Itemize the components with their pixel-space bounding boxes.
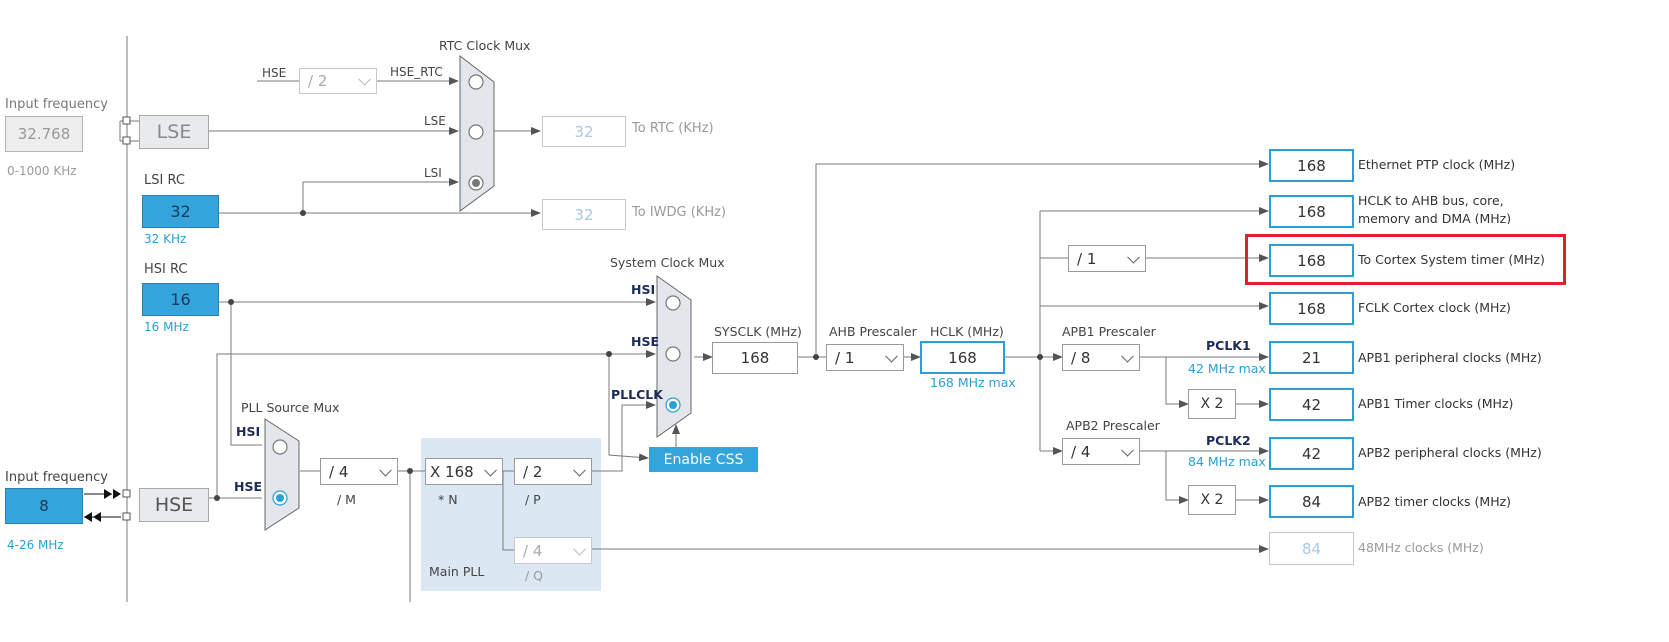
ahb-prescaler-label: AHB Prescaler [829,324,917,339]
pll-source-hse-label: HSE [234,479,263,494]
system-clock-mux-title: System Clock Mux [610,255,725,270]
rtc-clock-mux-title: RTC Clock Mux [439,38,531,53]
hse-rtc-label: HSE_RTC [390,65,443,79]
hclk-max-label: 168 MHz max [930,375,1016,390]
pclk1-label: PCLK1 [1206,338,1251,353]
iwdg-output-label: To IWDG (KHz) [632,205,726,220]
apb1-peripheral-clocks-value[interactable]: 21 [1269,341,1354,374]
main-pll-title: Main PLL [429,564,485,579]
sysclk-label: SYSCLK (MHz) [714,324,802,339]
lsi-rc-frequency: 32 KHz [144,232,187,246]
iwdg-output-value: 32 [542,199,626,230]
clk48-label: 48MHz clocks (MHz) [1358,540,1484,555]
rtc-output-value: 32 [542,116,626,147]
pll-source-hsi-label: HSI [236,424,261,439]
sysclk-pllclk-input-label: PLLCLK [611,387,663,402]
clk48-value: 84 [1269,532,1354,565]
pll-n-multiplier-select[interactable]: X 168 [425,458,503,485]
pll-source-mux [264,418,300,531]
apb1-peripheral-clocks-label: APB1 peripheral clocks (MHz) [1358,350,1542,365]
hse-block: HSE [139,488,209,522]
apb2-peripheral-clocks-value[interactable]: 42 [1269,437,1354,470]
sysclk-hse-input-label: HSE [631,334,660,349]
ethernet-ptp-clock-value[interactable]: 168 [1269,149,1354,182]
hclk-ahb-bus-label: HCLK to AHB bus, core, [1358,193,1504,208]
chevron-down-icon [379,463,392,477]
rtc-hse-input-label: HSE [262,66,287,80]
apb2-timer-multiplier: X 2 [1188,485,1236,515]
ethernet-ptp-clock-label: Ethernet PTP clock (MHz) [1358,157,1516,172]
chevron-down-icon [573,463,586,477]
apb1-prescaler-label: APB1 Prescaler [1062,324,1156,339]
hclk-ahb-bus-value[interactable]: 168 [1269,195,1354,228]
hsi-rc-value: 16 [142,283,219,316]
lsi-rc-value: 32 [142,195,219,228]
apb2-peripheral-clocks-label: APB2 peripheral clocks (MHz) [1358,445,1542,460]
apb1-timer-clocks-label: APB1 Timer clocks (MHz) [1358,396,1514,411]
hclk-ahb-bus-label-wrap: HCLK to AHB bus, core, memory and DMA (M… [1358,193,1518,224]
pclk2-label: PCLK2 [1206,433,1251,448]
sysclk-value: 168 [712,342,798,374]
pll-q-label: / Q [525,568,544,583]
apb2-timer-clocks-label: APB2 timer clocks (MHz) [1358,494,1512,509]
sysclk-hsi-input-label: HSI [631,282,656,297]
hsi-rc-title: HSI RC [144,262,188,277]
hclk-value-field[interactable]: 168 [920,341,1005,374]
apb1-max-label: 42 MHz max [1188,361,1266,376]
apb1-timer-multiplier: X 2 [1188,389,1236,419]
fclk-cortex-clock-label: FCLK Cortex clock (MHz) [1358,300,1511,315]
fclk-cortex-clock-value[interactable]: 168 [1269,292,1354,325]
chevron-down-icon [1121,443,1134,457]
apb2-prescaler-label: APB2 Prescaler [1066,418,1160,433]
apb2-timer-clocks-value[interactable]: 84 [1269,485,1354,518]
lse-input-range: 0-1000 KHz [7,164,77,178]
cortex-system-timer-label: To Cortex System timer (MHz) [1358,252,1545,267]
chevron-down-icon [885,349,898,363]
lse-input-frequency-field[interactable]: 32.768 [5,116,83,152]
cortex-system-timer-value[interactable]: 168 [1269,244,1354,277]
rtc-lse-input-label: LSE [424,114,446,128]
pll-source-mux-title: PLL Source Mux [241,400,340,415]
apb1-timer-clocks-value[interactable]: 42 [1269,388,1354,421]
hsi-rc-frequency: 16 MHz [144,320,189,334]
pll-q-divider-select[interactable]: / 4 [514,537,592,564]
chevron-down-icon [358,72,371,86]
hse-input-range: 4-26 MHz [7,538,64,552]
rtc-output-label: To RTC (KHz) [632,121,714,136]
highlight-box [1245,234,1566,285]
apb2-prescaler-select[interactable]: / 4 [1062,438,1140,465]
hse-input-frequency-field[interactable]: 8 [5,488,83,524]
ahb-prescaler-select[interactable]: / 1 [826,344,904,371]
chevron-down-icon [1127,250,1140,264]
apb2-max-label: 84 MHz max [1188,454,1266,469]
pll-m-divider-select[interactable]: / 4 [320,458,398,485]
lse-input-frequency-title: Input frequency [5,97,108,112]
enable-css-button[interactable]: Enable CSS [649,447,758,472]
hclk-label: HCLK (MHz) [930,324,1004,339]
pll-p-divider-select[interactable]: / 2 [514,458,592,485]
pll-m-label: / M [337,492,356,507]
lse-block: LSE [139,115,209,149]
lsi-rc-title: LSI RC [144,173,185,188]
rtc-lsi-input-label: LSI [424,166,442,180]
chevron-down-icon [484,463,497,477]
pll-p-label: / P [525,492,541,507]
hclk-ahb-bus-label-line2: memory and DMA (MHz) [1358,211,1512,224]
apb1-prescaler-select[interactable]: / 8 [1062,344,1140,371]
cortex-timer-divider-select[interactable]: / 1 [1068,245,1146,272]
rtc-hse-divider-select[interactable]: / 2 [299,68,377,94]
pll-n-label: * N [438,492,458,507]
chevron-down-icon [573,542,586,556]
hse-input-frequency-title: Input frequency [5,470,108,485]
chevron-down-icon [1121,349,1134,363]
